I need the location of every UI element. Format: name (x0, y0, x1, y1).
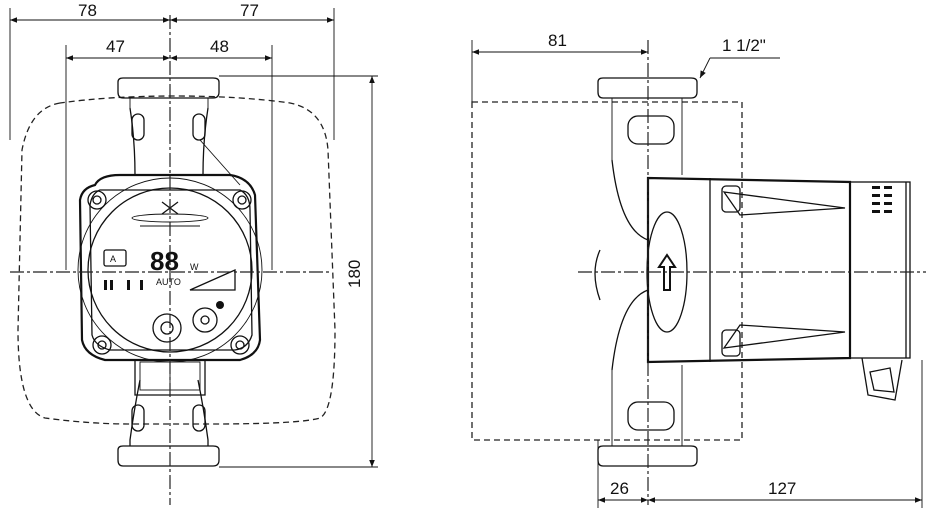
front-knob-left (152, 313, 182, 343)
power-unit: W (190, 262, 199, 272)
side-top-flange (597, 77, 698, 99)
dim-side-offset: 26 (610, 479, 629, 498)
front-bottom-flange (117, 445, 220, 467)
dim-side-width: 81 (548, 31, 567, 50)
mode-badge-box (103, 249, 127, 267)
side-vent-grille (872, 186, 892, 213)
front-knob-right (192, 307, 218, 333)
side-rib-top (722, 191, 846, 216)
front-screw-tr (232, 190, 252, 210)
front-housing-outline (17, 95, 336, 425)
side-motor-body (646, 176, 852, 364)
signal-strength-icon (189, 268, 236, 291)
front-top-flange (117, 77, 220, 99)
status-led-icon (216, 301, 224, 309)
front-neck-slot-left (131, 113, 145, 141)
dim-front-left-outer: 78 (78, 1, 97, 20)
dim-front-right-inner: 48 (210, 37, 229, 56)
side-bottom-flange (597, 445, 698, 467)
front-screw-tl (87, 190, 107, 210)
side-top-slot (627, 115, 675, 145)
dim-front-left-inner: 47 (106, 37, 125, 56)
side-rib-bottom (722, 324, 846, 349)
dim-thread-size: 1 1/2" (722, 36, 766, 55)
dim-front-right-outer: 77 (240, 1, 259, 20)
side-bottom-slot (627, 401, 675, 431)
front-control-box (78, 173, 262, 362)
front-dimensions: 78 77 47 48 180 (9, 1, 378, 468)
power-display: 88 (150, 246, 179, 276)
mode-badge: A (110, 254, 116, 264)
front-screw-br (230, 335, 250, 355)
side-view (471, 40, 926, 505)
auto-mode-label: AUTO (156, 277, 181, 287)
front-view: A 88 W AUTO (10, 15, 336, 505)
dim-side-length: 127 (768, 479, 796, 498)
front-screw-bl (92, 335, 112, 355)
dim-front-height: 180 (345, 260, 364, 288)
side-housing-outline (471, 101, 743, 441)
front-neck-slot-right (192, 113, 206, 141)
side-cable-gland (861, 357, 903, 401)
front-bottom-slot-right (192, 404, 206, 432)
side-dimensions: 81 1 1/2" 26 127 (471, 31, 923, 508)
front-bottom-slot-left (131, 404, 145, 432)
level-indicators (104, 280, 143, 290)
